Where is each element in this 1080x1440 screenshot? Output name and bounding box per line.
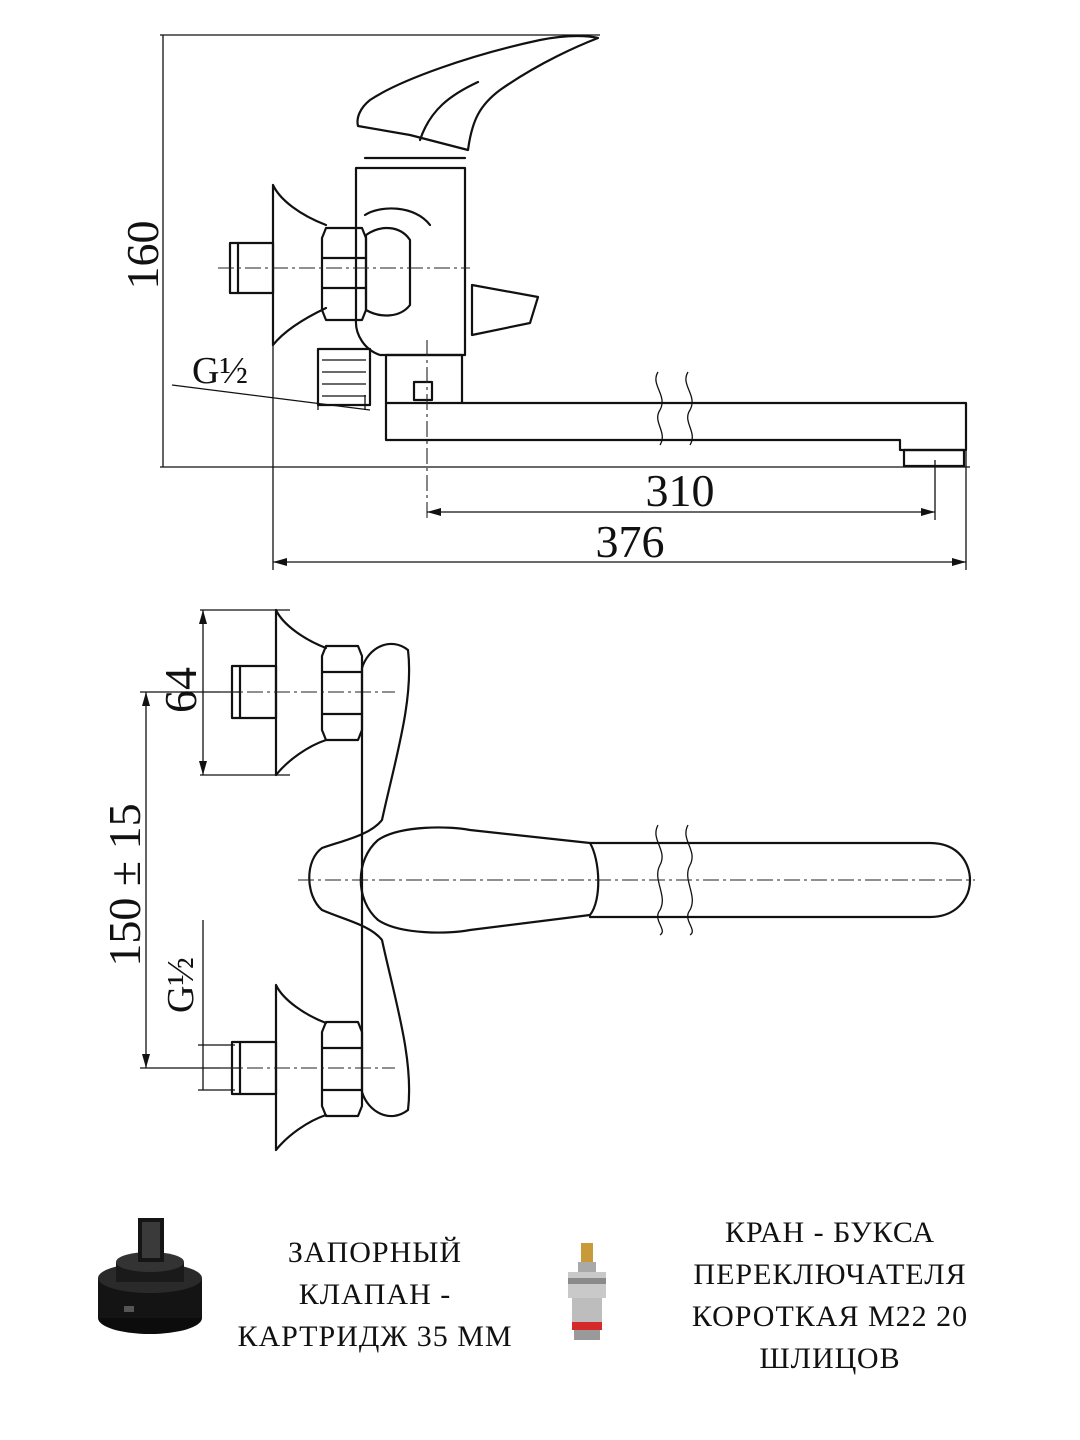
- crane-box-caption-line: КОРОТКАЯ М22 20: [691, 1300, 969, 1333]
- top-thread-label: G½: [160, 957, 202, 1013]
- height-dimension: 160: [117, 221, 168, 290]
- crane-box-caption-line: ШЛИЦОВ: [759, 1342, 901, 1375]
- cartridge-caption-line: ЗАПОРНЫЙ: [287, 1236, 463, 1269]
- spacing-dimension: 64: [155, 667, 206, 713]
- crane-box-caption-line: КРАН - БУКСА: [724, 1216, 936, 1249]
- cartridge-image: [98, 1218, 202, 1334]
- top-view: 64 150 ± 15 G½: [99, 608, 975, 1152]
- cartridge-caption-line: КЛАПАН -: [298, 1278, 452, 1311]
- spout-reach-dimension: 310: [646, 465, 715, 516]
- crane-box-caption-line: ПЕРЕКЛЮЧАТЕЛЯ: [693, 1258, 967, 1291]
- center-distance-dimension: 150 ± 15: [99, 803, 150, 966]
- side-thread-label: G½: [192, 350, 248, 392]
- total-length-dimension: 376: [596, 516, 665, 567]
- crane-box-image: [568, 1243, 606, 1340]
- cartridge-caption: ЗАПОРНЫЙ КЛАПАН - КАРТРИДЖ 35 ММ: [205, 1232, 545, 1358]
- side-view: 160: [117, 34, 970, 570]
- cartridge-caption-line: КАРТРИДЖ 35 ММ: [237, 1320, 513, 1353]
- crane-box-caption: КРАН - БУКСА ПЕРЕКЛЮЧАТЕЛЯ КОРОТКАЯ М22 …: [660, 1212, 1000, 1380]
